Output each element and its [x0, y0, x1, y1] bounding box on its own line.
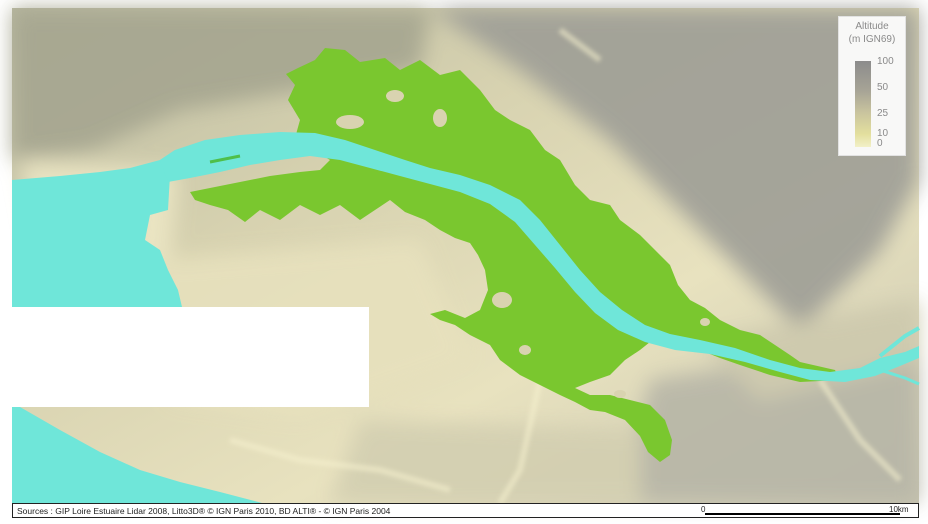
scale-end-label: 10km — [889, 505, 909, 514]
sources-credit: Sources : GIP Loire Estuaire Lidar 2008,… — [17, 506, 391, 516]
altitude-legend: Altitude (m IGN69) 100 50 25 10 0 — [838, 16, 906, 156]
legend-tick-0: 0 — [877, 138, 883, 149]
redaction-box — [12, 307, 369, 407]
estuary-sandbank — [209, 154, 241, 164]
flood-zone-islands — [336, 90, 710, 398]
legend-tick-25: 25 — [877, 108, 889, 119]
scale-start-label: 0 — [701, 505, 706, 514]
scale-bar — [705, 513, 900, 515]
legend-tick-10: 10 — [877, 128, 889, 139]
ocean-water — [12, 148, 205, 307]
river-branch — [878, 326, 920, 358]
legend-title-line2: (m IGN69) — [848, 34, 896, 45]
legend-title-line1: Altitude — [855, 21, 889, 32]
legend-title: Altitude (m IGN69) — [839, 20, 905, 46]
ocean-water-south — [12, 407, 262, 503]
legend-color-ramp — [855, 61, 871, 147]
legend-tick-50: 50 — [877, 82, 889, 93]
river-branch-south — [879, 368, 920, 386]
map-footer: Sources : GIP Loire Estuaire Lidar 2008,… — [12, 503, 919, 518]
legend-tick-100: 100 — [877, 56, 894, 67]
